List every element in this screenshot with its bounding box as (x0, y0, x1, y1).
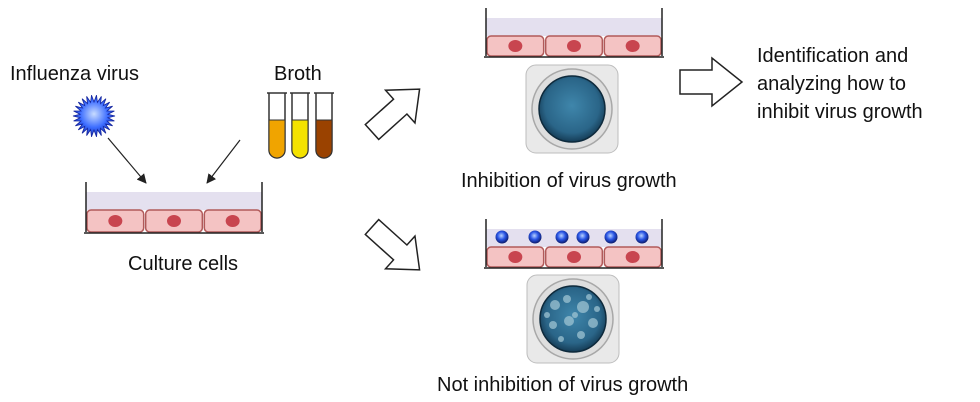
plaque-spot (577, 331, 585, 339)
cell-nucleus (167, 215, 181, 227)
virus-plaques (544, 294, 600, 342)
virus-particle-icon (635, 230, 649, 244)
culture-cells-infected (484, 219, 664, 269)
plaque-spot (558, 336, 564, 342)
hollow-arrow-icon (364, 88, 421, 141)
label-influenza-virus: Influenza virus (10, 63, 139, 85)
plaque-spot (550, 300, 560, 310)
culture-medium (86, 192, 262, 210)
virus-particle-icon (528, 230, 542, 244)
cell-nucleus (508, 40, 523, 52)
plaque-spot (549, 321, 557, 329)
cell-nucleus (625, 251, 640, 263)
plaque-spot (564, 316, 574, 326)
identification-line-2: analyzing how to (757, 73, 906, 95)
plaque-spot (586, 294, 592, 300)
hollow-arrow-icon (364, 218, 421, 271)
plaque-spot (572, 312, 578, 318)
virus-particle-icon (604, 230, 618, 244)
virus-particle-icon (555, 230, 569, 244)
test-tube-icon (314, 92, 334, 159)
cell-nucleus (108, 215, 123, 227)
cell-nucleus (567, 40, 581, 52)
label-inhibition: Inhibition of virus growth (461, 170, 677, 192)
cell-nucleus (225, 215, 240, 227)
cell-nucleus (508, 251, 523, 263)
culture-cells-inhibited (484, 8, 664, 58)
label-identification: Identification and analyzing how to inhi… (757, 45, 923, 123)
plaque-spot (544, 312, 550, 318)
culture-dish-icon (525, 64, 619, 154)
culture-dish-icon (526, 274, 620, 364)
plaque-spot (577, 301, 589, 313)
label-not-inhibition: Not inhibition of virus growth (437, 374, 688, 396)
cell-nucleus (625, 40, 640, 52)
plaque-spot (563, 295, 571, 303)
plaque-spot (594, 306, 600, 312)
virus-particle-icon (576, 230, 590, 244)
identification-line-1: Identification and (757, 45, 908, 67)
hollow-arrow-icon (679, 56, 744, 108)
culture-cells-assembly (84, 182, 264, 234)
identification-line-3: inhibit virus growth (757, 101, 923, 123)
culture-medium (486, 18, 662, 36)
virus-particle-icon (495, 230, 509, 244)
arrow-virus-to-culture (107, 137, 147, 184)
label-culture-cells: Culture cells (128, 253, 238, 275)
label-broth: Broth (274, 63, 322, 85)
plaque-spot (588, 318, 598, 328)
spiky-virus-icon (72, 95, 116, 137)
test-tube-icon (267, 92, 287, 159)
cell-nucleus (567, 251, 581, 263)
arrow-broth-to-culture (206, 139, 241, 184)
test-tube-icon (290, 92, 310, 159)
